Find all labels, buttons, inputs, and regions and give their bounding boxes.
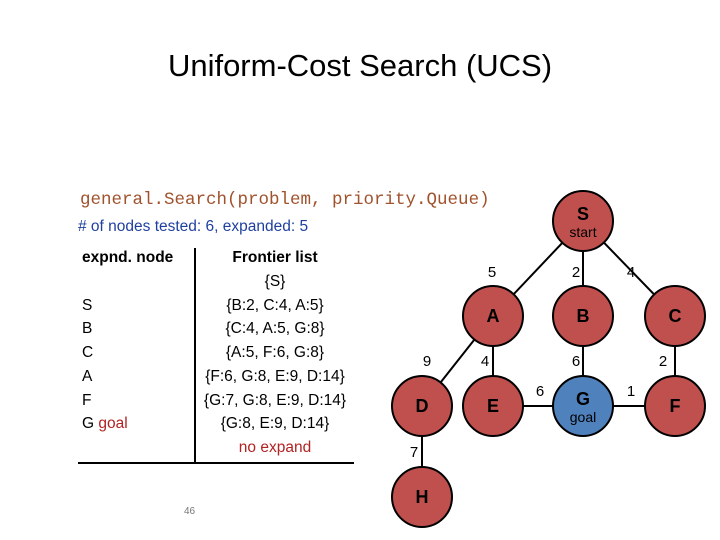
node-e: E (462, 375, 524, 437)
frontier-cell: no expand (194, 438, 354, 464)
edge-cost-label: 9 (423, 353, 431, 370)
search-call-code: general.Search(problem, priority.Queue) (80, 190, 490, 210)
frontier-value: {G:8, E:9, D:14} (220, 415, 330, 433)
node-circle (552, 375, 614, 437)
node-label: D (416, 396, 429, 416)
frontier-cell: {G:7, G:8, E:9, D:14} (194, 390, 354, 415)
table-row: A {F:6, G:8, E:9, D:14} (78, 366, 354, 391)
node-circle (552, 285, 614, 347)
frontier-cell: {A:5, F:6, G:8} (194, 343, 354, 367)
goal-note: goal (98, 415, 128, 433)
node-label: G (576, 389, 590, 409)
node-label: A (487, 306, 500, 326)
expanded-node-label: C (82, 344, 94, 361)
edge-cost-label: 2 (659, 353, 667, 370)
node-circle (391, 466, 453, 528)
edge-cost-label: 7 (410, 444, 418, 461)
node-label: B (577, 306, 590, 326)
header-frontier-list: Frontier list (194, 248, 354, 272)
node-label: C (669, 306, 682, 326)
frontier-value: {A:5, F:6, G:8} (225, 344, 325, 361)
edge-cost-label: 6 (572, 353, 580, 370)
table-row: no expand (78, 438, 354, 464)
node-sublabel: start (569, 224, 596, 240)
edge-cost-label: 5 (488, 264, 496, 281)
node-c: C (644, 285, 706, 347)
node-d: D (391, 375, 453, 437)
expanded-node-cell: A (78, 367, 195, 391)
node-a: A (462, 285, 524, 347)
table-row: G goal {G:8, E:9, D:14} (78, 414, 354, 438)
node-label: S (577, 204, 589, 224)
frontier-value: {F:6, G:8, E:9, D:14} (205, 367, 345, 385)
expanded-node-label: A (82, 367, 93, 385)
header-expanded-node: expnd. node (82, 249, 174, 266)
node-circle (552, 190, 614, 252)
expanded-node-cell: C (78, 343, 195, 367)
frontier-cell: {B:2, C:4, A:5} (194, 295, 354, 320)
node-label: F (670, 396, 681, 416)
node-circle (644, 285, 706, 347)
expanded-node-cell: G goal (78, 414, 195, 438)
frontier-cell: {S} (194, 271, 354, 296)
nodes-tested-text: # of nodes tested: 6, expanded: 5 (78, 218, 309, 235)
table-row: F {G:7, G:8, E:9, D:14} (78, 390, 354, 415)
node-f: F (644, 375, 706, 437)
table-row: S {B:2, C:4, A:5} (78, 295, 354, 320)
node-label: H (416, 487, 429, 507)
page-number: 46 (184, 506, 196, 517)
frontier-cell: {G:8, E:9, D:14} (194, 414, 354, 438)
edge-cost-label: 1 (627, 383, 635, 400)
frontier-value: {G:7, G:8, E:9, D:14} (203, 391, 347, 409)
frontier-cell: {C:4, A:5, G:8} (194, 319, 354, 343)
expanded-node-label: B (82, 320, 93, 338)
frontier-value: {B:2, C:4, A:5} (226, 296, 324, 314)
frontier-table: expnd. node Frontier list {S} S {B:2, C:4,… (78, 248, 354, 464)
expanded-node-cell: S (78, 296, 195, 320)
frontier-value: no expand (238, 439, 312, 456)
table-row: B {C:4, A:5, G:8} (78, 319, 354, 343)
edge-cost-label: 4 (481, 353, 489, 370)
table-header-row: expnd. node Frontier list (78, 248, 354, 272)
table-row: C {A:5, F:6, G:8} (78, 343, 354, 367)
edge-cost-label: 4 (627, 264, 635, 281)
slide-title: Uniform-Cost Search (UCS) (167, 48, 553, 83)
expanded-node-cell (78, 438, 195, 464)
nodes-tested-summary: # of nodes tested: 6, expanded: 5 (78, 218, 308, 236)
node-circle (391, 375, 453, 437)
expanded-node-label: G (82, 415, 95, 433)
node-circle (462, 285, 524, 347)
expanded-node-label: F (82, 391, 92, 409)
frontier-value: {C:4, A:5, G:8} (225, 320, 325, 338)
frontier-cell: {F:6, G:8, E:9, D:14} (194, 366, 354, 391)
expanded-node-cell: B (78, 319, 195, 343)
node-label: E (487, 396, 499, 416)
edge-cost-label: 2 (572, 264, 580, 281)
table-row: {S} (78, 271, 354, 296)
node-circle (462, 375, 524, 437)
frontier-value: {S} (264, 272, 286, 290)
node-h: H (391, 466, 453, 528)
node-sublabel: goal (570, 409, 596, 425)
node-circle (644, 375, 706, 437)
node-b: B (552, 285, 614, 347)
expanded-node-label: S (82, 296, 93, 314)
edge-cost-label: 6 (536, 383, 544, 400)
expanded-node-cell: F (78, 391, 195, 415)
